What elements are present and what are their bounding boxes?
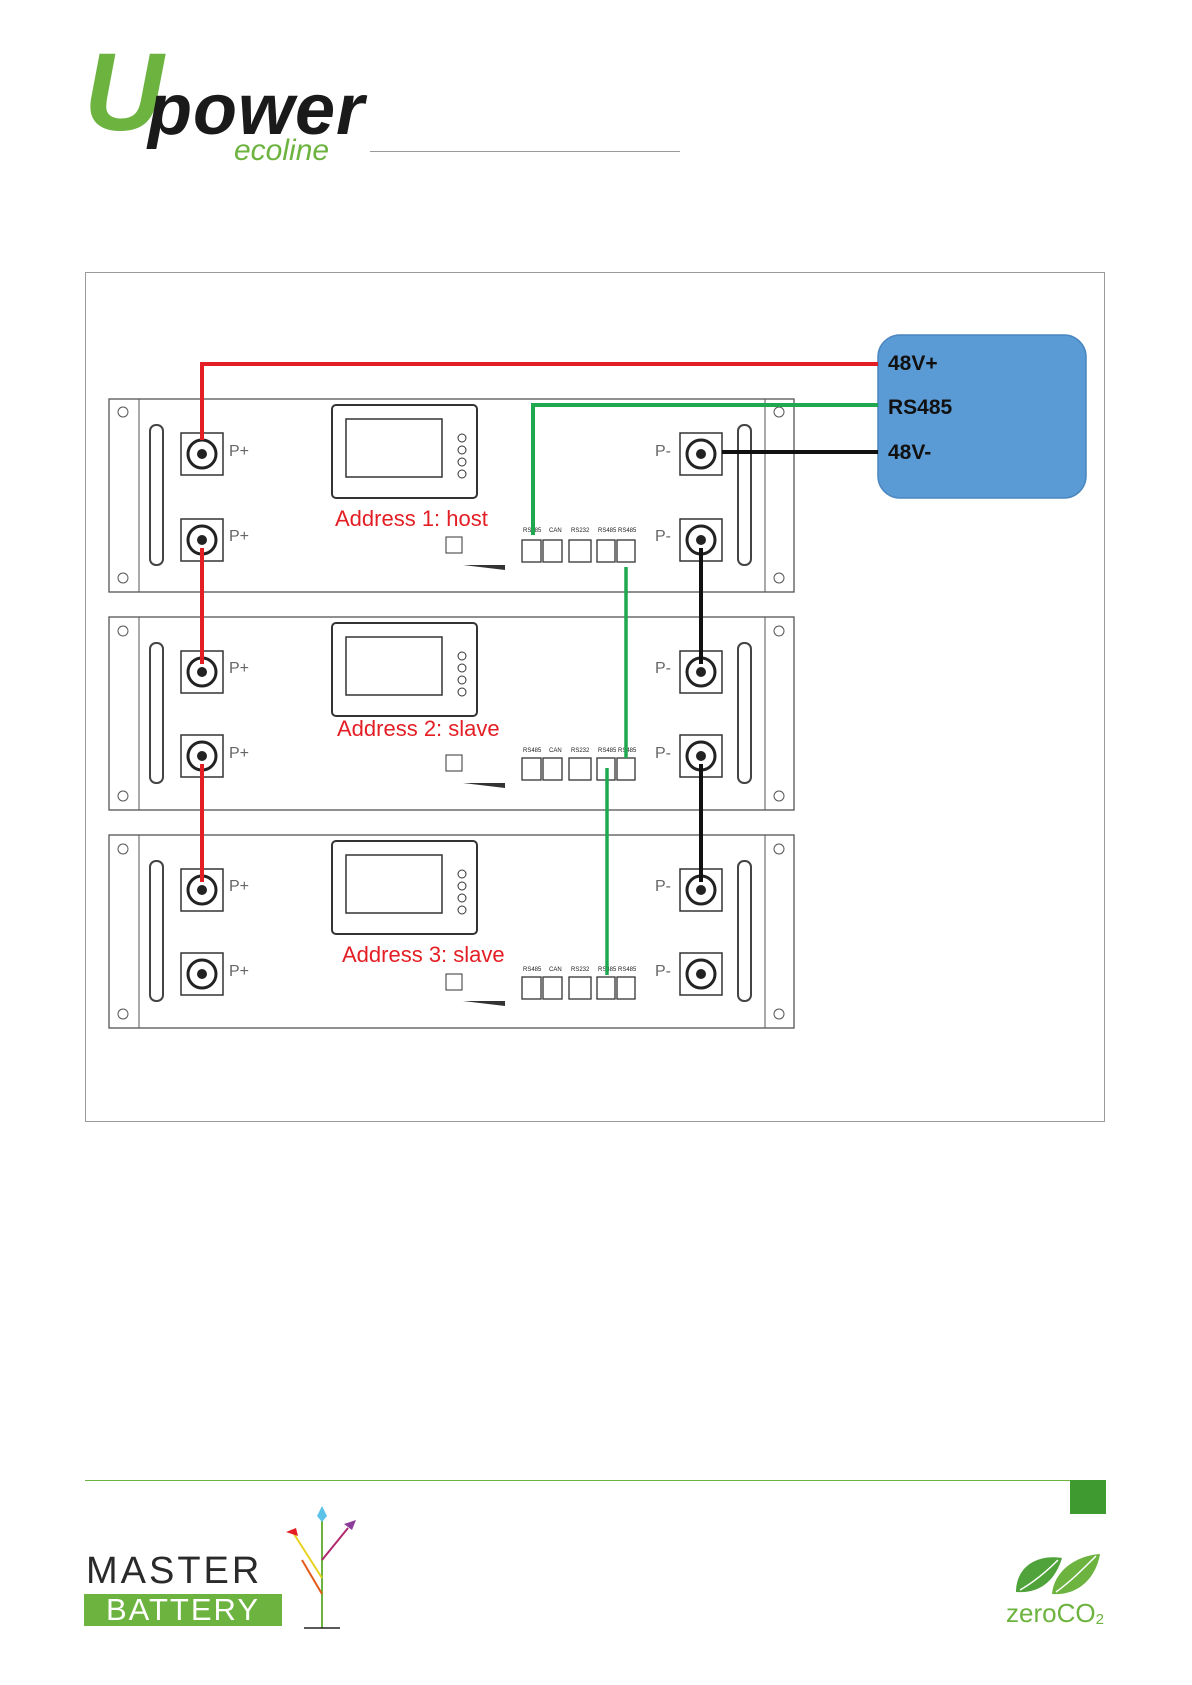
port-label: RS485 [618,967,637,973]
port-label: RS232 [571,748,590,754]
module-chassis [109,617,794,810]
port-label: CAN [549,748,562,754]
terminal-label-p-plus: P+ [229,878,249,895]
terminal-label-p-minus: P- [655,963,671,980]
master-battery-logo-bottom: BATTERY [84,1594,282,1626]
port-label: RS485 [598,528,617,534]
address-label: Address 1: host [335,506,488,531]
zero-co2-text: zeroCO [1006,1598,1096,1628]
inverter-label-rs485: RS485 [888,396,953,419]
port-label: RS485 [598,748,617,754]
port-label: RS232 [571,967,590,973]
terminal-label-p-plus: P+ [229,963,249,980]
terminal-label-p-minus: P- [655,443,671,460]
port-label: RS232 [571,528,590,534]
terminal-label-p-minus: P- [655,660,671,677]
address-label: Address 3: slave [342,942,505,967]
port-label: RS485 [618,528,637,534]
tree-icon [282,1498,362,1630]
battery-module-3: P+ P+ P- P- Address 3: slave RS485 CAN R… [109,835,794,1028]
zero-co2-label: zeroCO2 [1006,1600,1104,1627]
port-label: CAN [549,528,562,534]
port-label: RS485 [523,967,542,973]
battery-module-2: P+ P+ P- P- Address 2: slave RS485 CAN R… [109,617,794,810]
inverter-label-positive: 48V+ [888,352,938,375]
terminal-label-p-plus: P+ [229,443,249,460]
zero-co2-subscript: 2 [1096,1611,1104,1628]
master-battery-logo-top: MASTER [86,1552,262,1590]
port-label: CAN [549,967,562,973]
footer-divider [85,1480,1105,1481]
address-label: Address 2: slave [337,716,500,741]
terminal-label-p-minus: P- [655,745,671,762]
inverter-label-negative: 48V- [888,441,931,464]
module-chassis [109,835,794,1028]
leaf-icon [1012,1548,1102,1600]
battery-module-1: P+ P+ P- P- Address 1: host RS485 CAN RS… [109,399,794,592]
page-marker [1070,1480,1106,1514]
module-chassis [109,399,794,592]
terminal-label-p-minus: P- [655,878,671,895]
terminal-label-p-plus: P+ [229,745,249,762]
terminal-label-p-plus: P+ [229,528,249,545]
terminal-label-p-plus: P+ [229,660,249,677]
port-label: RS485 [523,748,542,754]
terminal-label-p-minus: P- [655,528,671,545]
